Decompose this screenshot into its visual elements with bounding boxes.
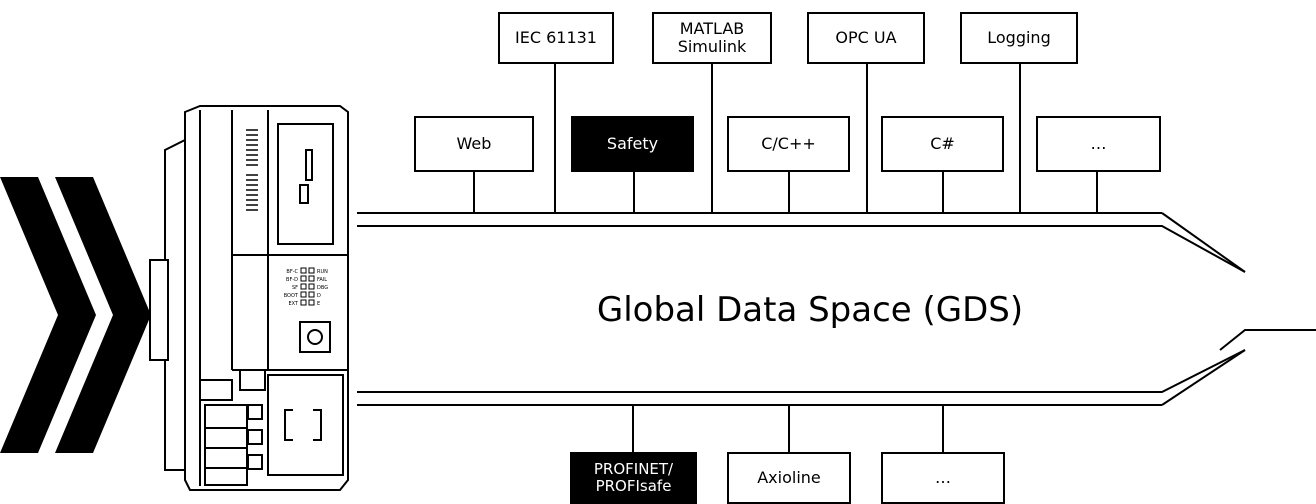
gds-arrow-upper-tip xyxy=(1161,212,1246,273)
csharp-box: C# xyxy=(881,116,1004,172)
plc-controller-icon: BF-C BF-D SF BOOT EXT RUN FAIL DBG D E xyxy=(149,105,349,491)
logging-box: Logging xyxy=(960,12,1078,64)
iec-61131-box: IEC 61131 xyxy=(498,12,614,64)
led-label-left-4: EXT xyxy=(288,301,298,307)
led-label-right-1: FAIL xyxy=(317,277,327,283)
led-label-right-0: RUN xyxy=(317,269,328,275)
gds-arrow-lower-edge xyxy=(357,349,1246,393)
chevron-arrows-icon xyxy=(0,177,151,453)
matlab-simulink-box: MATLAB Simulink xyxy=(652,12,772,64)
c-cpp-box: C/C++ xyxy=(727,116,850,172)
chevron-arrow-1 xyxy=(0,177,96,453)
led-label-left-0: BF-C xyxy=(286,269,298,275)
gds-arrow-lower-tip xyxy=(1161,349,1246,406)
safety-box: Safety xyxy=(571,116,694,172)
profinet-profisafe-box: PROFINET/ PROFIsafe xyxy=(570,452,697,504)
led-label-right-4: E xyxy=(317,301,320,307)
more-top-box: … xyxy=(1036,116,1161,172)
gds-arrow-upper-edge xyxy=(357,225,1246,273)
led-label-right-2: DBG xyxy=(317,285,328,291)
gds-title: Global Data Space (GDS) xyxy=(596,290,1024,330)
web-box: Web xyxy=(414,116,534,172)
led-label-right-3: D xyxy=(317,293,321,299)
led-label-left-3: BOOT xyxy=(284,293,299,299)
opc-ua-box: OPC UA xyxy=(807,12,925,64)
chevron-arrow-2 xyxy=(55,177,151,453)
gds-arrow-tail xyxy=(1219,329,1316,351)
more-bottom-box: … xyxy=(881,452,1005,504)
led-label-left-1: BF-D xyxy=(286,277,298,283)
axioline-box: Axioline xyxy=(727,452,851,504)
led-label-left-2: SF xyxy=(292,285,298,291)
